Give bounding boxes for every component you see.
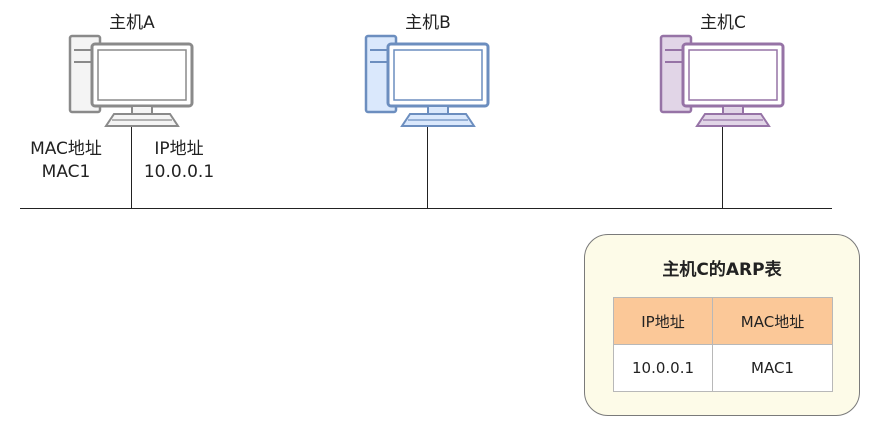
- arp-table-title: 主机C的ARP表: [662, 260, 782, 280]
- host-c-link: [722, 118, 723, 208]
- host-b-computer-icon: [364, 34, 490, 127]
- table-row: 10.0.0.1 MAC1: [613, 344, 833, 392]
- host-a-computer-icon: [68, 34, 194, 127]
- host-a-name: 主机A: [109, 13, 155, 33]
- host-c-name: 主机C: [700, 13, 746, 33]
- arp-table: IP地址 MAC地址 10.0.0.1 MAC1: [613, 297, 833, 392]
- host-a-link: [131, 118, 132, 208]
- network-bus-line: [20, 208, 832, 209]
- arp-header-ip: IP地址: [613, 297, 713, 345]
- arp-cell-ip: 10.0.0.1: [613, 344, 713, 392]
- arp-header-mac: MAC地址: [712, 297, 833, 345]
- host-a-ip-label: IP地址: [154, 139, 204, 159]
- host-a-ip-value: 10.0.0.1: [143, 162, 215, 182]
- arp-table-card: 主机C的ARP表 IP地址 MAC地址 10.0.0.1 MAC1: [584, 234, 860, 416]
- host-b-name: 主机B: [405, 13, 451, 33]
- host-c-computer-icon: [659, 34, 785, 127]
- arp-table-header-row: IP地址 MAC地址: [613, 297, 833, 345]
- host-a-mac-value: MAC1: [41, 162, 91, 182]
- host-a-mac-label: MAC地址: [30, 139, 102, 159]
- arp-cell-mac: MAC1: [712, 344, 833, 392]
- host-b-link: [427, 118, 428, 208]
